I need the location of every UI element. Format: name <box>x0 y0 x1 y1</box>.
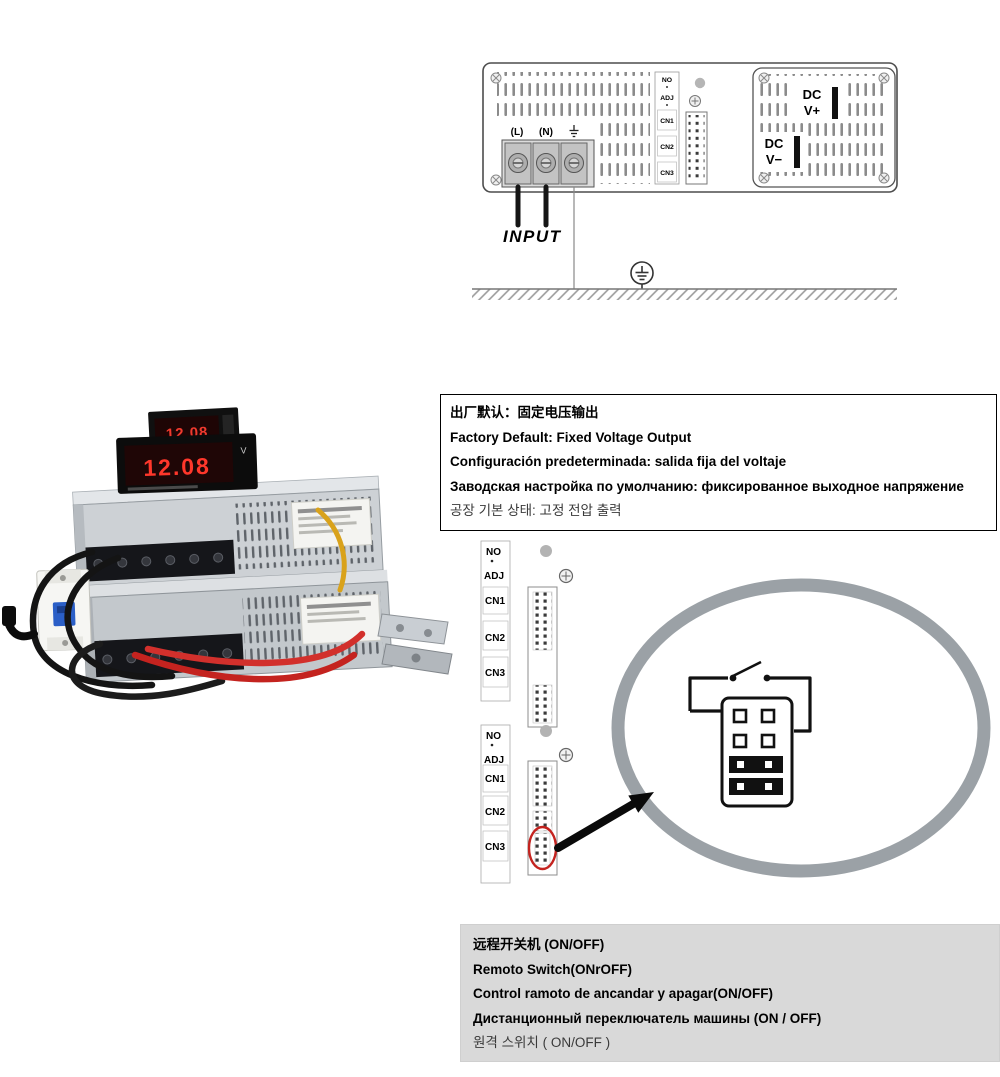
cable-connector <box>2 606 16 626</box>
remote-line-es: Control ramoto de ancandar y apagar(ON/O… <box>473 986 774 1001</box>
factory-line-es: Configuración predeterminada: salida fij… <box>450 454 787 469</box>
busbar-bracket <box>377 613 453 675</box>
remote-switch-diagram: NO ADJ CN1 CN2 CN3 NO ADJ CN1 <box>480 540 991 884</box>
voltmeter-front-reading: 12.08 <box>143 453 211 481</box>
strip-cn3-label: CN3 <box>660 170 674 177</box>
earth-symbol-circle <box>630 261 654 289</box>
pin-connector-top <box>685 111 708 185</box>
terminal-n-label: (N) <box>539 127 553 138</box>
dc-minus-label-line2: V− <box>766 152 783 167</box>
round-hole-1 <box>540 545 552 557</box>
round-hole-2 <box>540 725 552 737</box>
voltmeter-front: 12.08 V <box>116 433 258 494</box>
switch-contact-left <box>729 674 737 682</box>
switch-schematic <box>688 660 812 733</box>
wiring <box>4 507 366 700</box>
dc-minus-label-line1: DC <box>765 136 784 151</box>
vent-grid-mid <box>600 122 650 184</box>
strip1-cn2-label: CN2 <box>485 633 505 644</box>
input-wires <box>515 184 549 228</box>
round-hole <box>694 77 706 89</box>
earth-symbol-small <box>569 125 579 138</box>
terminal-l-label: (L) <box>511 127 524 138</box>
strip2-cn1-label: CN1 <box>485 774 505 785</box>
rear-panel-diagram: (L) (N) <box>472 62 898 300</box>
dc-output-section: DC V+ DC V− <box>752 67 896 188</box>
zoom-arrow <box>554 792 654 852</box>
ground-plane <box>472 289 897 300</box>
vent-grid-left <box>497 72 650 119</box>
remote-line-ru: Дистанционный переключатель машины (ON /… <box>473 1010 822 1026</box>
remote-line-ko: 원격 스위치 ( ON/OFF ) <box>473 1035 611 1050</box>
terminal-l <box>504 142 532 185</box>
factory-line-en: Factory Default: Fixed Voltage Output <box>450 429 692 445</box>
connector-strip-1: NO ADJ CN1 CN2 CN3 <box>480 540 511 702</box>
terminal-n <box>532 142 560 185</box>
magnifier-circle <box>611 578 991 878</box>
ac-terminal-block: (L) (N) <box>501 125 595 188</box>
strip1-cn1-label: CN1 <box>485 596 505 607</box>
switch-contact-right <box>763 674 771 682</box>
strip-cn1-label: CN1 <box>660 118 674 125</box>
strip2-no-label: NO <box>486 731 501 742</box>
pin-housing-1 <box>527 586 558 728</box>
strip-cn2-label: CN2 <box>660 144 674 151</box>
strip1-adj-label: ADJ <box>484 571 504 582</box>
adj-screw <box>689 95 701 107</box>
connector-strip-2: NO ADJ CN1 CN2 CN3 <box>480 724 511 884</box>
input-label: INPUT <box>503 227 562 246</box>
terminal-ground <box>560 142 588 185</box>
dc-plus-label-line2: V+ <box>804 103 821 118</box>
pin-housing-2 <box>527 760 558 876</box>
strip2-cn2-label: CN2 <box>485 807 505 818</box>
product-photo: 12.08 12.08 V <box>2 407 453 700</box>
dc-minus-bar <box>794 136 800 168</box>
remote-line-en: Remoto Switch(ONrOFF) <box>473 961 632 977</box>
panel-screws <box>490 72 502 186</box>
dc-plus-label-line1: DC <box>803 87 822 102</box>
psu1-terminal-strip <box>85 539 236 582</box>
factory-line-ko: 공장 기본 상태: 고정 전압 출력 <box>450 503 622 518</box>
remote-connector-block <box>720 696 794 808</box>
dc-section-screws <box>758 72 890 184</box>
remote-line-zh: 远程开关机 (ON/OFF) <box>473 937 605 952</box>
dc-plus-bar <box>832 87 838 119</box>
strip-no-label: NO <box>662 77 672 84</box>
signal-strip: NO ADJ CN1 CN2 CN3 <box>654 71 680 185</box>
voltmeter-unit-label: V <box>240 445 246 455</box>
adj-screw-1 <box>558 568 574 584</box>
factory-default-box: 出厂默认：固定电压输出 Factory Default: Fixed Volta… <box>440 394 997 531</box>
strip-adj-label: ADJ <box>660 95 674 102</box>
factory-line-ru: Заводская настройка по умолчанию: фиксир… <box>450 478 964 494</box>
factory-line-zh: 出厂默认：固定电压输出 <box>450 405 599 420</box>
remote-switch-box: 远程开关机 (ON/OFF) Remoto Switch(ONrOFF) Con… <box>460 924 1000 1062</box>
strip2-cn3-label: CN3 <box>485 842 505 853</box>
strip2-adj-label: ADJ <box>484 755 504 766</box>
strip1-no-label: NO <box>486 547 501 558</box>
adj-screw-2 <box>558 747 574 763</box>
strip1-cn3-label: CN3 <box>485 668 505 679</box>
